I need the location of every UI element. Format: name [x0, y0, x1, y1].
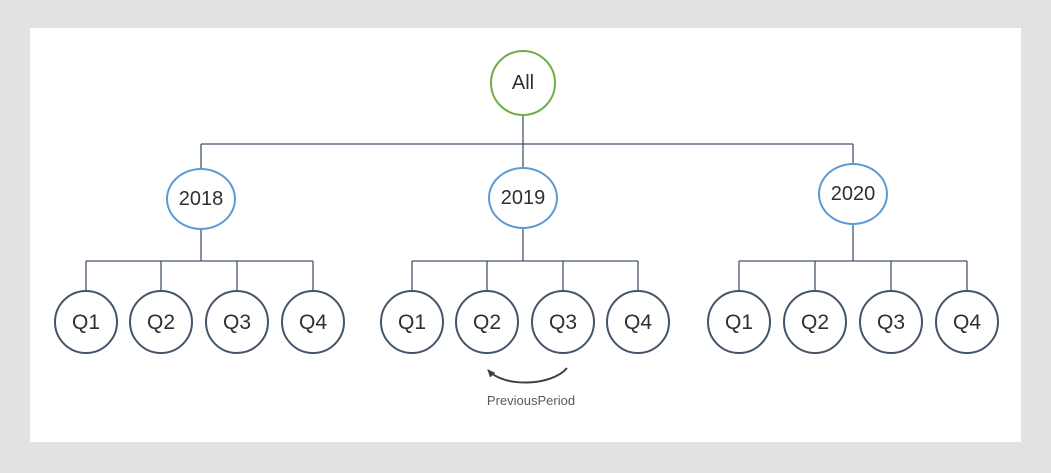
- node-2020: 2020: [818, 163, 888, 225]
- node-2019: 2019: [488, 167, 558, 229]
- previous-period-label: PreviousPeriod: [486, 393, 576, 408]
- node-2020-q2: Q2: [783, 290, 847, 354]
- node-2018-q4: Q4: [281, 290, 345, 354]
- node-2019-q1: Q1: [380, 290, 444, 354]
- node-2020-label: 2020: [830, 183, 876, 205]
- node-2020-q4-label: Q4: [952, 310, 981, 334]
- node-2018-q3: Q3: [205, 290, 269, 354]
- node-2020-q1: Q1: [707, 290, 771, 354]
- node-all: All: [490, 50, 556, 116]
- node-2020-q3: Q3: [859, 290, 923, 354]
- node-2018-label: 2018: [178, 188, 224, 210]
- node-2018-q1: Q1: [54, 290, 118, 354]
- node-2019-q1-label: Q1: [397, 310, 426, 334]
- node-2018-q2-label: Q2: [146, 310, 175, 334]
- node-2018-q4-label: Q4: [298, 310, 327, 334]
- node-2020-q2-label: Q2: [800, 310, 829, 334]
- node-2018-q3-label: Q3: [222, 310, 251, 334]
- node-2020-q1-label: Q1: [724, 310, 753, 334]
- node-2018: 2018: [166, 168, 236, 230]
- node-2019-label: 2019: [500, 187, 546, 209]
- node-2019-q4: Q4: [606, 290, 670, 354]
- node-2018-q2: Q2: [129, 290, 193, 354]
- node-2020-q3-label: Q3: [876, 310, 905, 334]
- node-2018-q1-label: Q1: [71, 310, 100, 334]
- node-all-label: All: [511, 72, 535, 94]
- node-2019-q4-label: Q4: [623, 310, 652, 334]
- node-2019-q3: Q3: [531, 290, 595, 354]
- node-2019-q2: Q2: [455, 290, 519, 354]
- node-2019-q2-label: Q2: [472, 310, 501, 334]
- node-2019-q3-label: Q3: [548, 310, 577, 334]
- node-2020-q4: Q4: [935, 290, 999, 354]
